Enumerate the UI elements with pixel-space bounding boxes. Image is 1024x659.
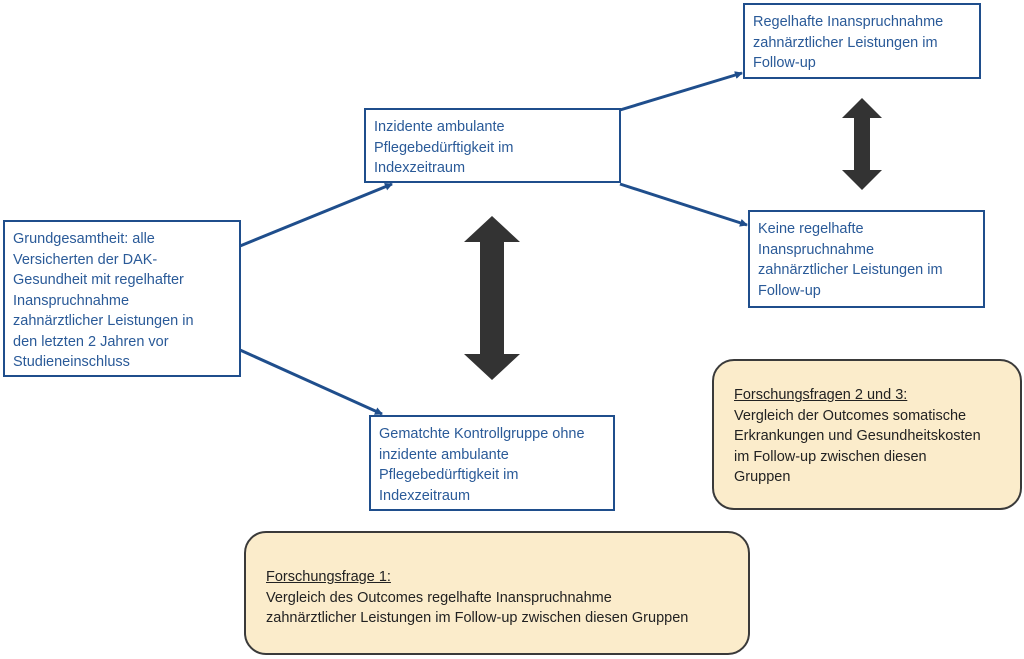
control-line: Gematchte Kontrollgruppe ohne (379, 426, 585, 442)
incident-line: Pflegebedürftigkeit im (374, 139, 514, 156)
research-question-1-heading: Forschungsfrage 1: (266, 569, 391, 585)
population-line: Studieneinschluss (13, 354, 130, 370)
population-line: Grundgesamtheit: alle (13, 231, 155, 247)
no-regular-line: Keine regelhafte (758, 221, 864, 237)
research-question-1-text: Vergleich des Outcomes regelhafte Inansp… (266, 589, 612, 606)
research-questions-2-3-text: Erkrankungen und Gesundheitskosten (734, 428, 981, 444)
arrow-incident-to-no-regular (619, 182, 748, 227)
research-questions-2-3-text: im Follow-up zwischen diesen (734, 448, 927, 465)
incident-line: Indexzeitraum (374, 160, 466, 176)
no-regular-use-box: Keine regelhafte Inanspruchnahme zahnärz… (748, 210, 985, 308)
regular-line: Follow-up (753, 55, 816, 71)
control-line: inzidente ambulante (379, 446, 509, 463)
regular-line: zahnärztlicher Leistungen im (753, 34, 938, 51)
research-question-1-text: zahnärztlicher Leistungen im Follow-up z… (266, 610, 689, 626)
incident-line: Inzidente ambulante (374, 119, 505, 135)
arrow-incident-to-regular (619, 71, 743, 112)
incident-care-box: Inzidente ambulante Pflegebedürftigkeit … (364, 108, 621, 183)
population-box: Grundgesamtheit: alle Versicherten der D… (3, 220, 241, 377)
no-regular-line: zahnärztlicher Leistungen im (758, 262, 943, 278)
population-line: Versicherten der DAK- (13, 251, 158, 268)
population-line: Gesundheit mit regelhafter (13, 272, 184, 288)
no-regular-line: Inanspruchnahme (758, 241, 875, 258)
research-questions-2-3-heading: Forschungsfragen 2 und 3: (734, 387, 908, 403)
control-line: Indexzeitraum (379, 487, 471, 504)
research-question-1-note: Forschungsfrage 1: Vergleich des Outcome… (244, 531, 750, 655)
double-arrow-comparison-main (464, 216, 520, 380)
population-line: den letzten 2 Jahren vor (13, 333, 169, 350)
regular-use-box: Regelhafte Inanspruchnahme zahnärztliche… (743, 3, 981, 79)
no-regular-line: Follow-up (758, 282, 821, 299)
research-questions-2-3-text: Gruppen (734, 469, 791, 485)
arrow-population-to-control (239, 348, 383, 416)
regular-line: Regelhafte Inanspruchnahme (753, 14, 944, 30)
research-questions-2-3-note: Forschungsfragen 2 und 3: Vergleich der … (712, 359, 1022, 510)
control-group-box: Gematchte Kontrollgruppe ohne inzidente … (369, 415, 615, 511)
control-line: Pflegebedürftigkeit im (379, 467, 519, 483)
population-line: Inanspruchnahme (13, 292, 130, 309)
double-arrow-comparison-followup (842, 98, 882, 190)
arrow-population-to-incident (239, 182, 393, 248)
research-questions-2-3-text: Vergleich der Outcomes somatische (734, 407, 967, 424)
population-line: zahnärztlicher Leistungen in (13, 313, 194, 329)
